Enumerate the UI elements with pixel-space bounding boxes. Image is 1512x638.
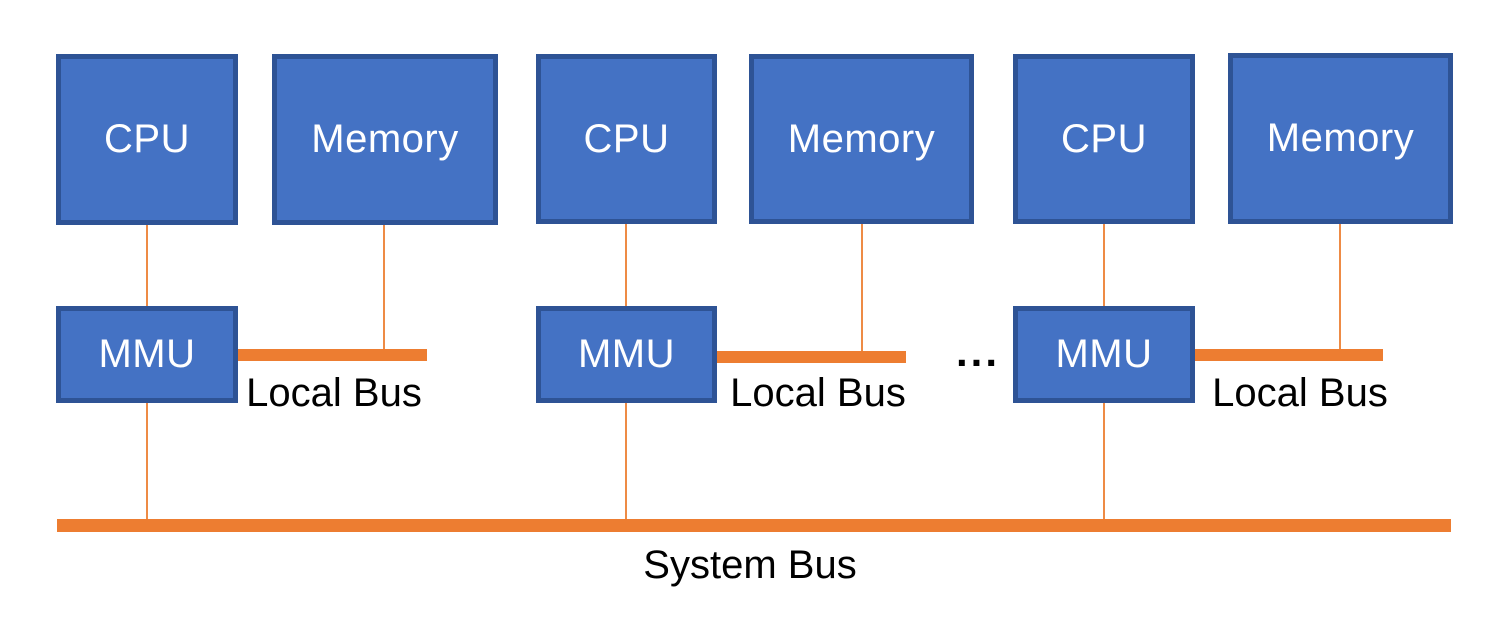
mmu-systembus-connector	[1103, 403, 1105, 519]
cpu-label: CPU	[1061, 116, 1147, 161]
cpu-box: CPU	[536, 54, 717, 224]
memory-box: Memory	[749, 54, 974, 224]
local-bus-bar	[717, 351, 906, 363]
mmu-systembus-connector	[146, 403, 148, 519]
cpu-box: CPU	[1013, 54, 1195, 224]
system-bus-bar	[57, 519, 1451, 532]
memory-label: Memory	[1266, 116, 1415, 160]
memory-box: Memory	[272, 54, 498, 225]
system-bus-label: System Bus	[643, 543, 857, 587]
memory-label: Memory	[311, 117, 459, 161]
memory-label: Memory	[787, 116, 936, 161]
mmu-label: MMU	[98, 332, 196, 376]
ellipsis: ...	[955, 328, 1001, 375]
mmu-box: MMU	[536, 306, 717, 403]
cpu-mmu-connector	[1103, 224, 1105, 306]
mmu-label: MMU	[1055, 332, 1153, 376]
memory-localbus-connector	[383, 225, 385, 349]
mmu-label: MMU	[577, 332, 676, 376]
memory-localbus-connector	[1339, 224, 1341, 349]
memory-box: Memory	[1228, 53, 1453, 224]
cpu-mmu-connector	[625, 224, 627, 306]
mmu-box: MMU	[56, 306, 238, 403]
local-bus-label: Local Bus	[246, 371, 422, 415]
local-bus-bar	[1195, 349, 1383, 361]
local-bus-bar	[238, 349, 427, 361]
cpu-box: CPU	[56, 54, 238, 225]
cpu-label: CPU	[104, 117, 190, 161]
cpu-label: CPU	[583, 116, 670, 161]
memory-localbus-connector	[861, 224, 863, 351]
local-bus-label: Local Bus	[1212, 371, 1388, 415]
local-bus-label: Local Bus	[730, 371, 906, 415]
mmu-systembus-connector	[625, 403, 627, 519]
cpu-mmu-connector	[146, 225, 148, 306]
mmu-box: MMU	[1013, 306, 1195, 403]
